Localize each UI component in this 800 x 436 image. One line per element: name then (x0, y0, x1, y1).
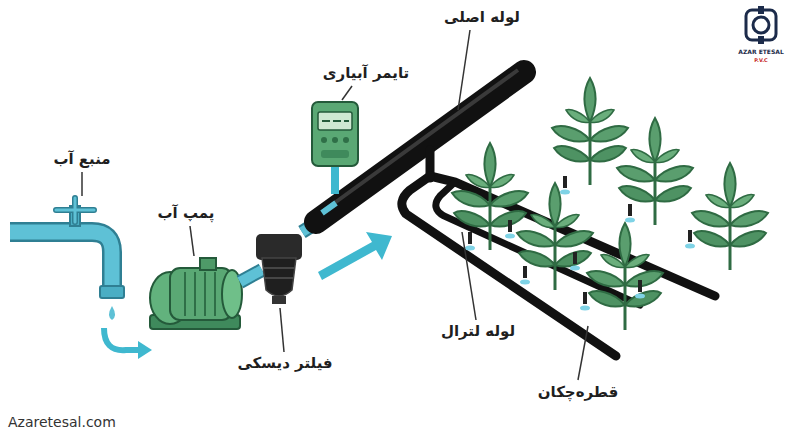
part-label: پمپ آب (154, 204, 217, 224)
part-label: تایمر آبیاری (320, 64, 412, 84)
disc-filter (256, 234, 302, 304)
plants (452, 78, 768, 330)
part-label: قطره‌چکان (535, 383, 622, 403)
part-label: فیلتر دیسکی (234, 354, 335, 374)
part-label: لوله اصلی (441, 8, 523, 28)
website-watermark: Azaretesal.com (8, 413, 116, 431)
water-source (10, 198, 152, 359)
logo-subtext: P.V.C (754, 57, 767, 64)
water-pump (150, 258, 262, 329)
irrigation-timer (312, 102, 358, 194)
drippers (465, 176, 695, 311)
part-label: منبع آب (50, 150, 113, 170)
flow-arrow (318, 232, 392, 280)
part-label: لوله لترال (438, 322, 518, 342)
logo-icon (746, 6, 776, 44)
leader-lines (82, 30, 588, 380)
logo-text: AZAR ETESAL (738, 48, 783, 56)
